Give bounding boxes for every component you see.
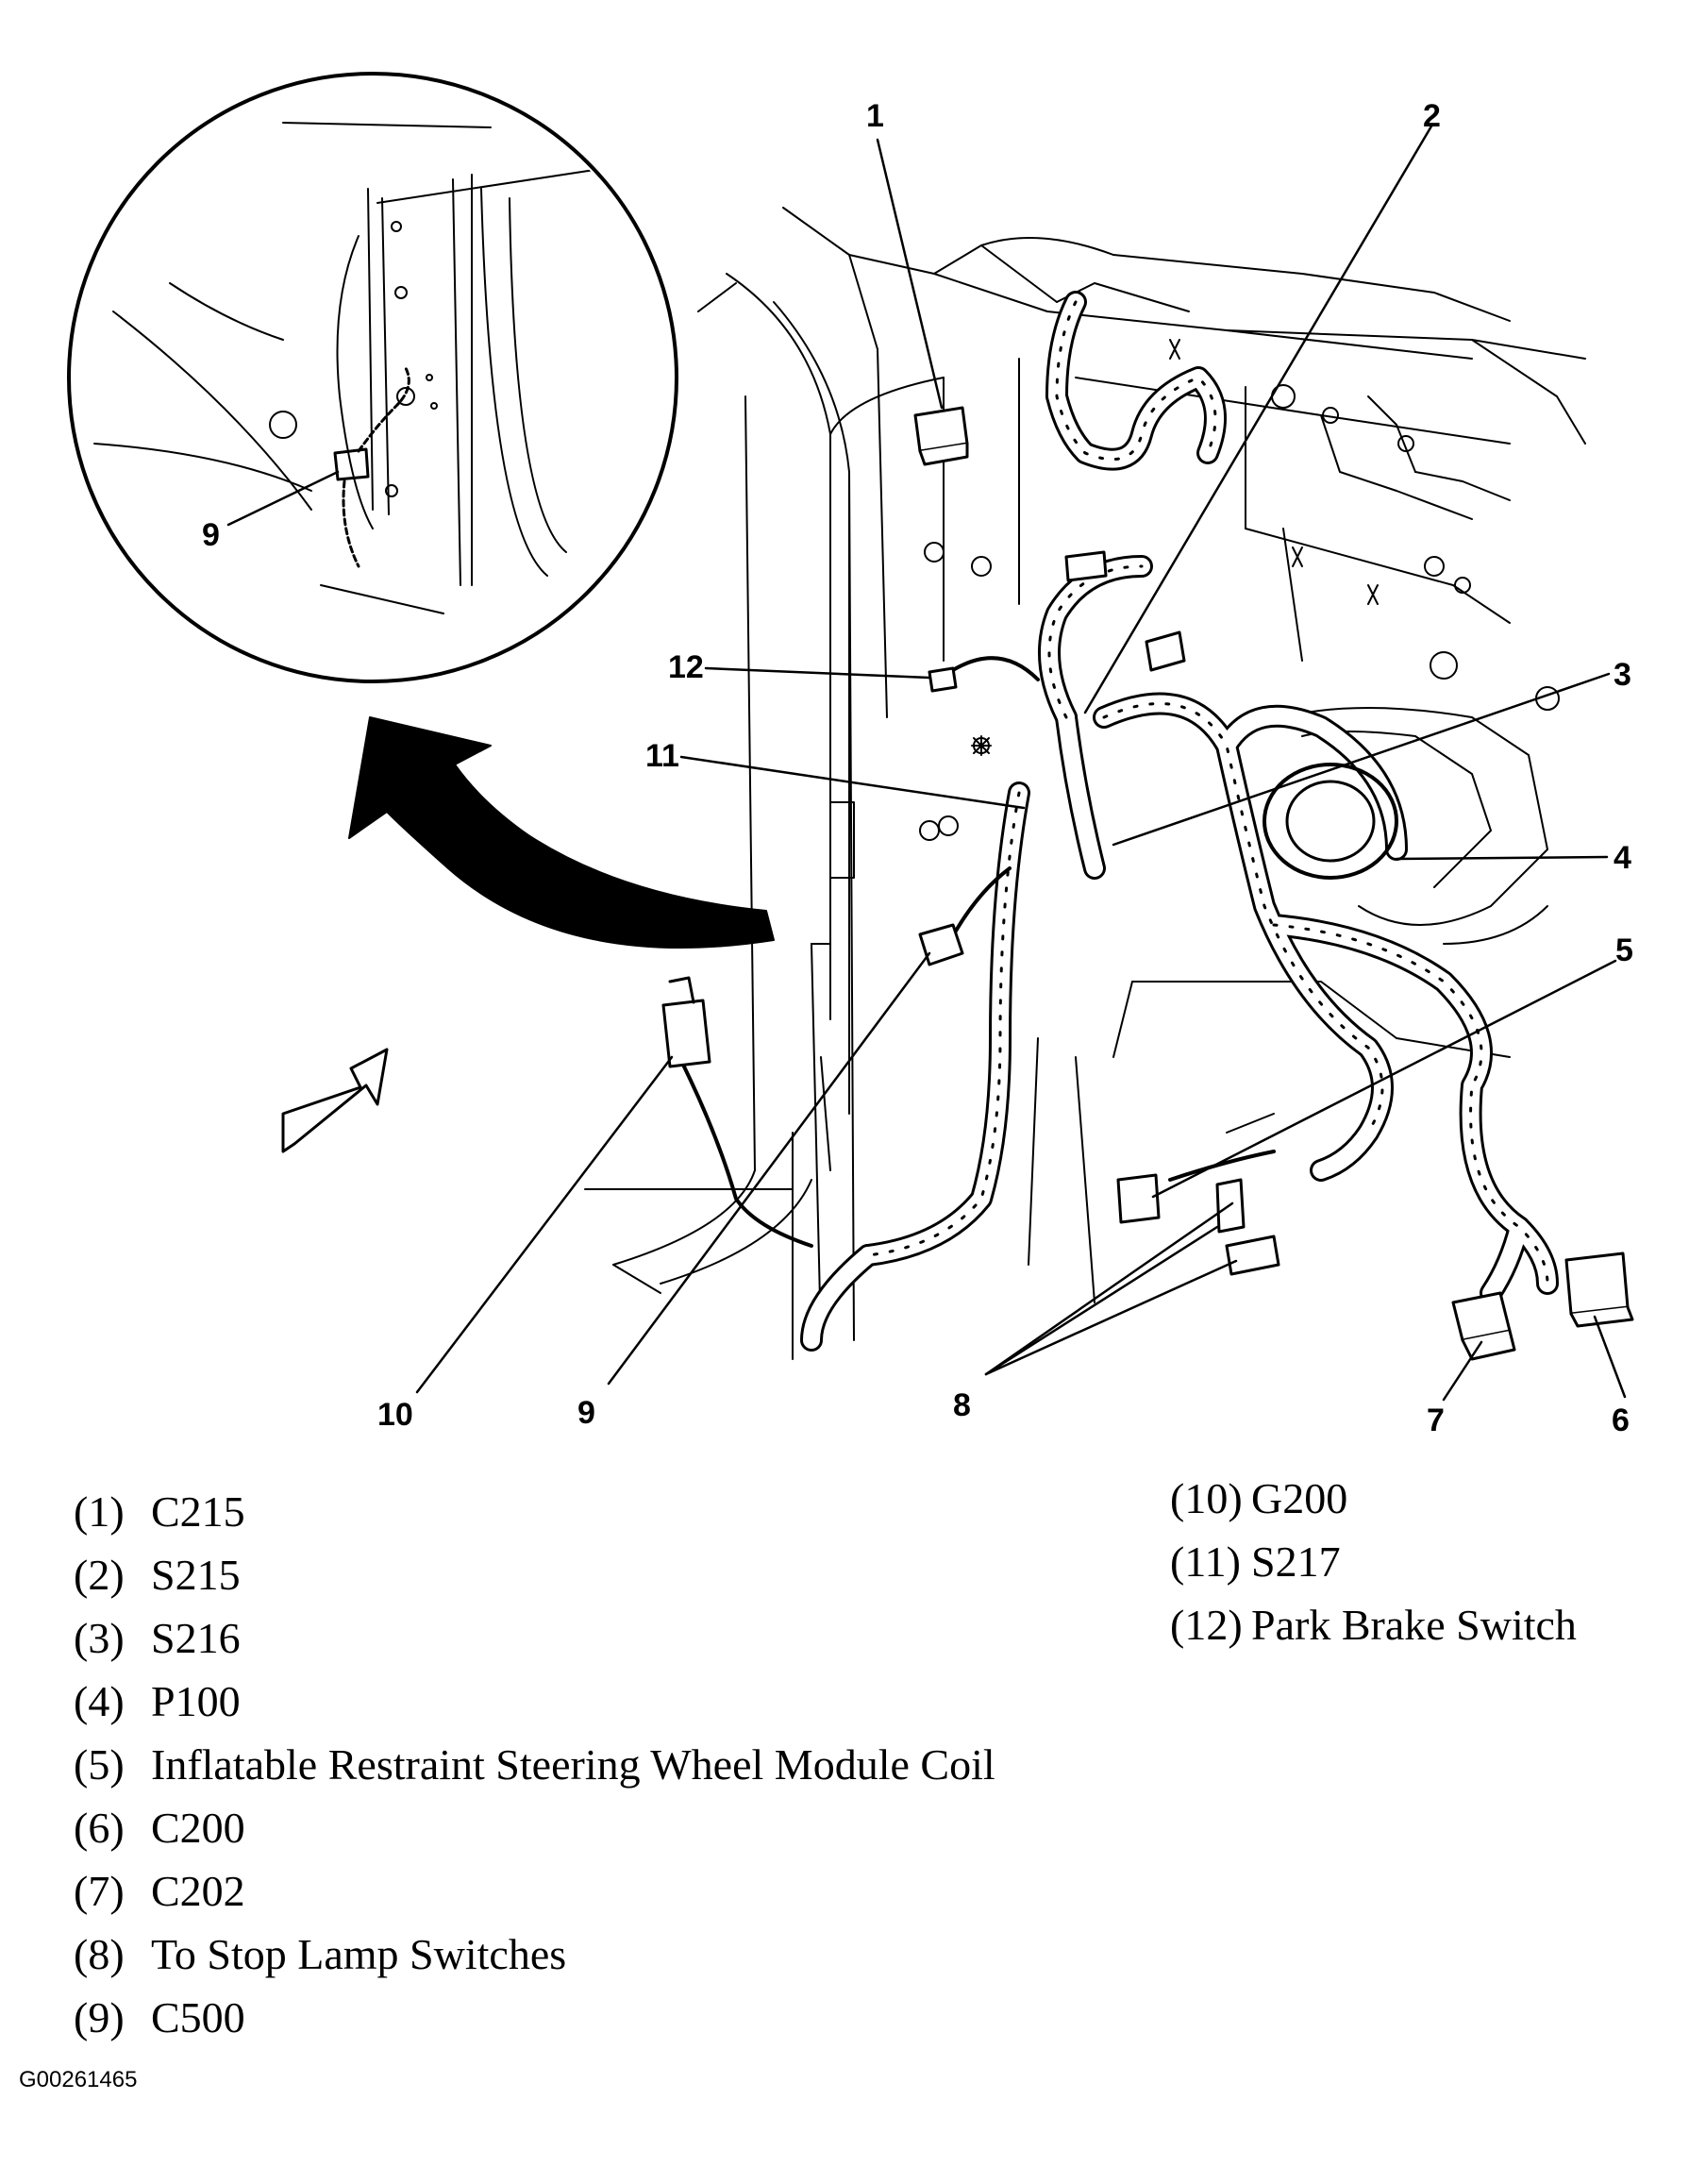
legend-label: C215	[151, 1487, 245, 1536]
callout-11: 11	[645, 738, 679, 774]
legend-number: (1)	[74, 1487, 125, 1536]
legend-number: (8)	[74, 1930, 125, 1978]
legend-label: P100	[151, 1677, 241, 1725]
connectors	[661, 406, 1634, 1361]
connector-c200	[1564, 1252, 1630, 1316]
legend-number: (5)	[74, 1740, 125, 1789]
callout-labels: 1 2 3 4 5 6 7 8 9 10 11 12 9	[202, 98, 1633, 1438]
legend-number: (4)	[74, 1677, 125, 1725]
legend-number: (12)	[1170, 1601, 1243, 1649]
legend-item: (8) To Stop Lamp Switches	[74, 1923, 995, 1986]
legend-label: G200	[1251, 1474, 1348, 1522]
leader-lines	[226, 123, 1627, 1402]
legend-label: S215	[151, 1551, 241, 1599]
legend-label: C202	[151, 1867, 245, 1915]
callout-1: 1	[866, 98, 884, 134]
legend-number: (11)	[1170, 1537, 1241, 1586]
connector-c215	[913, 406, 969, 453]
legend-item: (4) P100	[74, 1670, 995, 1733]
callout-4: 4	[1614, 840, 1631, 876]
wiring-harness	[677, 291, 1559, 1352]
view-arrow-icon	[281, 1048, 389, 1153]
legend-label: C500	[151, 1993, 245, 2041]
legend-label: S217	[1251, 1537, 1341, 1586]
legend-item: (5) Inflatable Restraint Steering Wheel M…	[74, 1733, 995, 1796]
legend-number: (10)	[1170, 1474, 1243, 1522]
callout-3: 3	[1614, 657, 1631, 693]
callout-2: 2	[1423, 98, 1441, 134]
legend-label: Park Brake Switch	[1251, 1601, 1577, 1649]
callout-8: 8	[953, 1387, 971, 1423]
legend-label: C200	[151, 1804, 245, 1852]
connector-g200	[661, 999, 711, 1068]
callout-9: 9	[577, 1395, 595, 1431]
legend-item: (9) C500	[74, 1986, 995, 2049]
legend-label: To Stop Lamp Switches	[151, 1930, 567, 1978]
legend-number: (9)	[74, 1993, 125, 2041]
legend-item: (2) S215	[74, 1543, 995, 1606]
callout-10: 10	[377, 1397, 413, 1433]
callout-9-inset: 9	[202, 517, 220, 553]
figure-id: G00261465	[19, 2067, 138, 2092]
legend-label: Inflatable Restraint Steering Wheel Modu…	[151, 1740, 995, 1789]
callout-12: 12	[668, 649, 704, 685]
legend-number: (6)	[74, 1804, 125, 1852]
legend-item: (3) S216	[74, 1606, 995, 1670]
legend-number: (3)	[74, 1614, 125, 1662]
connector-c500	[918, 923, 964, 966]
callout-6: 6	[1612, 1403, 1630, 1438]
legend-label: S216	[151, 1614, 241, 1662]
legend-number: (2)	[74, 1551, 125, 1599]
wiring-harness-diagram: 1 2 3 4 5 6 7 8 9 10 11 12 9	[67, 72, 1634, 1438]
curved-arrow-icon	[348, 716, 775, 949]
legend-right: (10)G200(11)S217(12)Park Brake Switch	[1170, 1467, 1577, 1656]
legend-left: (1) C215 (2) S215 (3) S216 (4) P100 (5) Inflatabl…	[74, 1480, 995, 2049]
legend-item: (6) C200	[74, 1796, 995, 1859]
callout-7: 7	[1427, 1403, 1445, 1438]
legend-item: (12)Park Brake Switch	[1170, 1593, 1577, 1656]
legend-item: (10)G200	[1170, 1467, 1577, 1530]
legend-number: (7)	[74, 1867, 125, 1915]
legend-item: (7) C202	[74, 1859, 995, 1923]
connector-coil	[1116, 1173, 1161, 1224]
inset-detail	[67, 72, 678, 683]
legend-item: (11)S217	[1170, 1530, 1577, 1593]
callout-5: 5	[1615, 932, 1633, 968]
connector-park-brake	[928, 666, 958, 693]
legend-item: (1) C215	[74, 1480, 995, 1543]
